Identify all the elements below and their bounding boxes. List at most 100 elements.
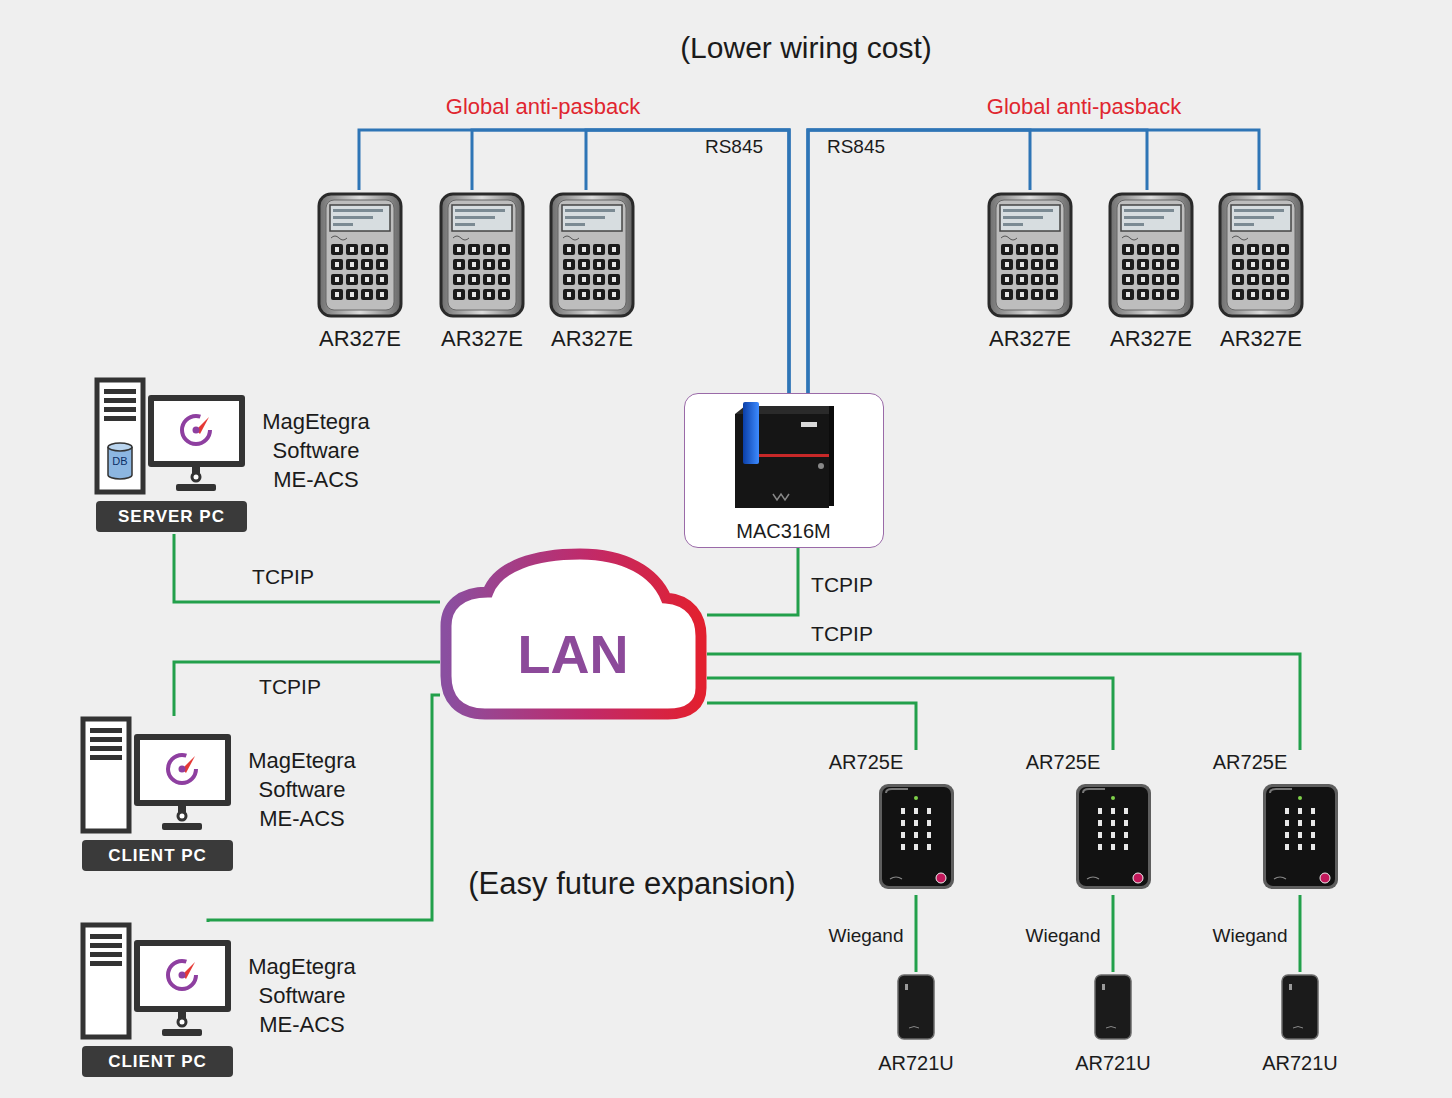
illustration xyxy=(1262,783,1339,890)
device-label: AR327E xyxy=(319,326,401,352)
illustration xyxy=(878,783,955,890)
note-heading: (Easy future expansion) xyxy=(466,866,797,902)
device-label: AR327E xyxy=(1110,326,1192,352)
illustration xyxy=(78,716,238,836)
device-label: AR327E xyxy=(551,326,633,352)
keypad-reader-illustration xyxy=(549,192,635,318)
connector-label: TCPIP xyxy=(250,565,316,589)
keypad-reader-illustration xyxy=(1108,192,1194,318)
keypad-reader-illustration xyxy=(987,192,1073,318)
device-node: AR327E xyxy=(310,190,410,352)
computer-role-label: SERVER PC xyxy=(118,507,225,527)
connector-line xyxy=(707,678,1113,750)
software-label: MagEtegra Software ME-ACS xyxy=(250,407,382,494)
connector-label: Wiegand xyxy=(827,925,906,947)
illustration xyxy=(987,192,1073,318)
device-node: AR721U xyxy=(1255,972,1345,1077)
connector-line xyxy=(707,548,798,615)
label-bar: CLIENT PC xyxy=(82,840,233,871)
device-label: AR725E xyxy=(1026,751,1101,774)
illustration xyxy=(1108,192,1194,318)
device-label: AR725E xyxy=(829,751,904,774)
device-node: AR327E xyxy=(432,190,532,352)
computer-role-label: CLIENT PC xyxy=(108,846,207,866)
card-reader-illustration xyxy=(897,974,935,1040)
device-label: AR327E xyxy=(441,326,523,352)
device-node: AR327E xyxy=(980,190,1080,352)
keypad-reader-illustration xyxy=(1218,192,1304,318)
group-note: Global anti-pasback xyxy=(444,94,642,120)
device-label: AR327E xyxy=(989,326,1071,352)
connector-line xyxy=(359,130,789,393)
connector-label: TCPIP xyxy=(809,622,875,646)
illustration xyxy=(549,192,635,318)
connector-line xyxy=(586,130,789,393)
illustration xyxy=(92,377,252,497)
device-label: AR725E xyxy=(1213,751,1288,774)
group-note: Global anti-pasback xyxy=(985,94,1183,120)
computer-illustration xyxy=(78,716,238,836)
keypad-reader-illustration xyxy=(1262,783,1339,890)
device-node: AR725E xyxy=(1018,750,1178,895)
network-label: LAN xyxy=(518,623,629,685)
illustration xyxy=(1218,192,1304,318)
card-reader-illustration xyxy=(1094,974,1132,1040)
illustration xyxy=(729,400,837,512)
connector-line xyxy=(208,695,440,922)
illustration xyxy=(78,922,238,1042)
connector-label: Wiegand xyxy=(1211,925,1290,947)
computer-node: MagEtegra Software ME-ACS CLIENT PC xyxy=(78,716,370,873)
connector-line xyxy=(808,130,1259,393)
controller-illustration xyxy=(729,400,837,512)
connector-line xyxy=(174,662,440,716)
connector-line xyxy=(174,534,440,602)
device-node: AR327E xyxy=(542,190,642,352)
device-node: AR721U xyxy=(1068,972,1158,1077)
connector-label: TCPIP xyxy=(809,573,875,597)
device-node: AR327E xyxy=(1211,190,1311,352)
note-heading: (Lower wiring cost) xyxy=(678,31,934,65)
connector-label: TCPIP xyxy=(257,675,323,699)
card-reader-illustration xyxy=(1281,974,1319,1040)
keypad-reader-illustration xyxy=(878,783,955,890)
connector-line xyxy=(808,130,1147,393)
computer-role-label: CLIENT PC xyxy=(108,1052,207,1072)
device-label: AR327E xyxy=(1220,326,1302,352)
connector-label: Wiegand xyxy=(1024,925,1103,947)
database-label: DB xyxy=(110,455,129,467)
illustration xyxy=(439,192,525,318)
device-node: AR725E xyxy=(821,750,981,895)
device-label: AR721U xyxy=(1075,1052,1151,1075)
controller-label: MAC316M xyxy=(736,520,830,543)
computer-illustration xyxy=(92,377,252,497)
network-cloud: LAN xyxy=(440,548,707,720)
keypad-reader-illustration xyxy=(1075,783,1152,890)
device-node: AR327E xyxy=(1101,190,1201,352)
connector-line xyxy=(707,703,916,750)
illustration xyxy=(1094,974,1132,1040)
illustration xyxy=(897,974,935,1040)
device-node: AR725E xyxy=(1205,750,1365,895)
computer-node: MagEtegra Software ME-ACS SERVER PC xyxy=(92,377,384,534)
computer-node: MagEtegra Software ME-ACS CLIENT PC xyxy=(78,922,370,1079)
connector-line xyxy=(1112,895,1115,972)
keypad-reader-illustration xyxy=(439,192,525,318)
device-label: AR721U xyxy=(1262,1052,1338,1075)
device-label: AR721U xyxy=(878,1052,954,1075)
keypad-reader-illustration xyxy=(317,192,403,318)
software-label: MagEtegra Software ME-ACS xyxy=(236,746,368,833)
device-node: AR721U xyxy=(871,972,961,1077)
connector-label: RS845 xyxy=(825,136,887,158)
computer-illustration xyxy=(78,922,238,1042)
illustration xyxy=(317,192,403,318)
software-label: MagEtegra Software ME-ACS xyxy=(236,952,368,1039)
label-bar: SERVER PC xyxy=(96,501,247,532)
connector-line xyxy=(1299,895,1302,972)
controller-box: MAC316M xyxy=(684,393,884,548)
connector-line xyxy=(707,654,1300,750)
label-bar: CLIENT PC xyxy=(82,1046,233,1077)
illustration xyxy=(1281,974,1319,1040)
connector-line xyxy=(915,895,918,972)
illustration xyxy=(1075,783,1152,890)
